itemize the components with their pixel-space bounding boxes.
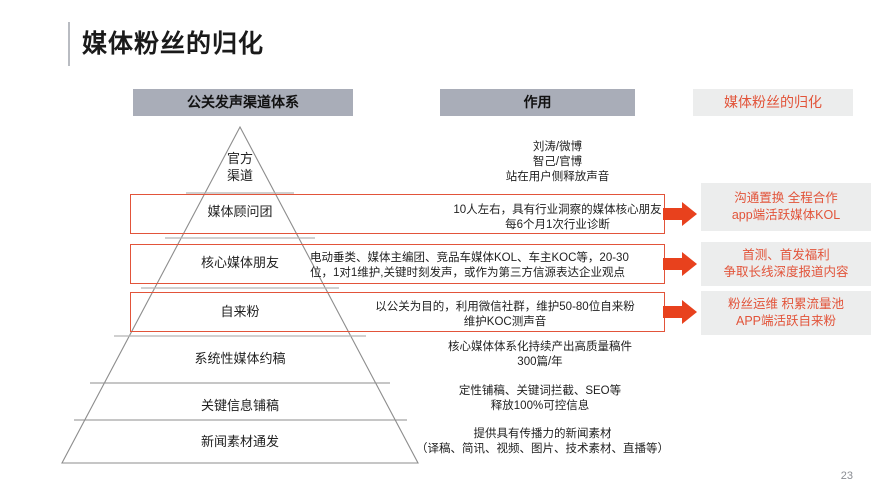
pyramid-label-0-line2: 渠道 — [226, 168, 253, 183]
description-5-line2: 释放100%可控信息 — [490, 400, 590, 412]
pyramid-label-6: 新闻素材通发 — [200, 434, 279, 449]
arrow-right-icon-1 — [663, 201, 697, 227]
description-3: 以公关为目的，利用微信社群，维护50-80位自来粉 维护KOC测声音 — [355, 300, 655, 330]
outcome-box-1-line1: 首测、首发福利 — [742, 248, 830, 262]
page-number: 23 — [840, 470, 853, 482]
description-3-line2: 维护KOC测声音 — [463, 316, 547, 328]
highlight-box-media-advisors — [130, 194, 665, 234]
description-2-line1: 电动垂类、媒体主编团、竞品车媒体KOL、车主KOC等，20-30 — [310, 252, 629, 264]
description-4-line2: 300篇/年 — [517, 356, 563, 368]
highlight-box-core-media-friends — [130, 244, 665, 284]
outcome-box-1-line2: 争取长线深度报道内容 — [723, 265, 849, 279]
description-1: 10人左右，具有行业洞察的媒体核心朋友 每6个月1次行业诊断 — [405, 203, 710, 233]
pyramid-label-0-line1: 官方 — [226, 151, 253, 166]
description-6-line1: 提供具有传播力的新闻素材 — [473, 428, 612, 440]
page-title: 媒体粉丝的归化 — [82, 30, 265, 58]
description-2-line2: 位，1对1维护,关键时刻发声，或作为第三方信源表达企业观点 — [310, 267, 625, 279]
pyramid-label-3: 自来粉 — [220, 304, 260, 319]
description-5-line1: 定性铺稿、关键词拦截、SEO等 — [458, 385, 622, 397]
pyramid-diagram — [60, 125, 420, 475]
outcome-box-2: 粉丝运维 积累流量池 APP端活跃自来粉 — [701, 291, 871, 335]
pyramid-label-5: 关键信息铺稿 — [200, 398, 279, 413]
outcome-box-0-line1: 沟通置换 全程合作 — [734, 191, 838, 205]
description-0: 刘涛/微博 智己/官博 站在用户侧释放声音 — [435, 140, 680, 185]
outcome-box-0-line2: app端活跃媒体KOL — [731, 208, 841, 222]
description-0-line2: 智己/官博 — [532, 156, 583, 168]
outcome-box-2-line2: APP端活跃自来粉 — [735, 314, 836, 328]
description-2: 电动垂类、媒体主编团、竞品车媒体KOL、车主KOC等，20-30 位，1对1维护… — [310, 251, 660, 281]
pyramid-label-2: 核心媒体朋友 — [200, 255, 279, 270]
description-3-line1: 以公关为目的，利用微信社群，维护50-80位自来粉 — [375, 301, 635, 313]
outcome-box-2-line1: 粉丝运维 积累流量池 — [728, 297, 844, 311]
title-accent-rule — [68, 22, 70, 66]
pyramid-label-1: 媒体顾问团 — [207, 204, 273, 219]
outcome-box-1: 首测、首发福利 争取长线深度报道内容 — [701, 242, 871, 286]
description-0-line1: 刘涛/微博 — [532, 141, 583, 153]
pyramid-label-0: 官方 渠道 — [60, 150, 420, 184]
description-0-line3: 站在用户侧释放声音 — [505, 171, 610, 183]
description-6-line2: （译稿、简讯、视频、图片、技术素材、直播等） — [416, 443, 669, 455]
description-4: 核心媒体体系化持续产出高质量稿件 300篇/年 — [405, 340, 675, 370]
arrow-right-icon-2 — [663, 251, 697, 277]
description-1-line2: 每6个月1次行业诊断 — [505, 219, 610, 231]
header-outcome: 媒体粉丝的归化 — [693, 89, 853, 116]
description-5: 定性铺稿、关键词拦截、SEO等 释放100%可控信息 — [405, 384, 675, 414]
description-6: 提供具有传播力的新闻素材 （译稿、简讯、视频、图片、技术素材、直播等） — [395, 427, 690, 457]
header-function: 作用 — [440, 89, 635, 116]
header-channel-system: 公关发声渠道体系 — [133, 89, 353, 116]
highlight-box-organic-fans — [130, 292, 665, 332]
description-4-line1: 核心媒体体系化持续产出高质量稿件 — [448, 341, 632, 353]
arrow-right-icon-3 — [663, 299, 697, 325]
pyramid-label-4: 系统性媒体约稿 — [194, 351, 286, 366]
outcome-box-0: 沟通置换 全程合作 app端活跃媒体KOL — [701, 183, 871, 231]
description-1-line1: 10人左右，具有行业洞察的媒体核心朋友 — [453, 204, 662, 216]
